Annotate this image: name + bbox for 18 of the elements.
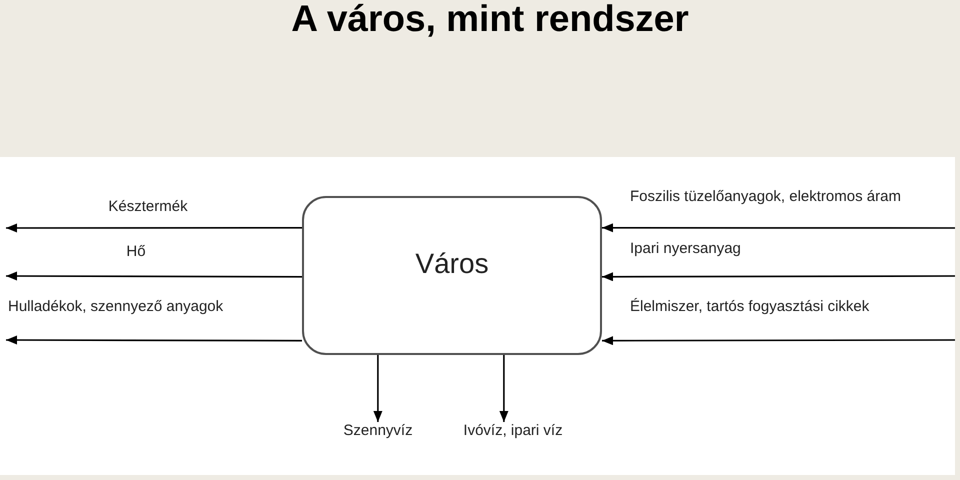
edge-label: Hő <box>126 243 146 261</box>
slide-title: A város, mint rendszer <box>291 0 689 40</box>
output-label: Ivóvíz, ipari víz <box>463 422 563 440</box>
arrow <box>373 355 382 422</box>
arrow <box>6 336 302 345</box>
output-label: Szennyvíz <box>343 422 413 440</box>
arrow <box>602 272 955 282</box>
edge-label: Késztermék <box>108 198 188 216</box>
arrow <box>6 224 302 232</box>
arrow <box>499 355 508 422</box>
edge-label: Foszilis tüzelőanyagok, elektromos áram <box>630 188 901 206</box>
edge-label: Élelmiszer, tartós fogyasztási cikkek <box>630 298 870 316</box>
arrow <box>6 272 302 281</box>
arrow <box>602 336 955 346</box>
arrow <box>602 223 955 232</box>
edge-label: Hulladékok, szennyező anyagok <box>8 298 224 316</box>
process-box: Város <box>302 196 602 355</box>
edge-label: Ipari nyersanyag <box>630 240 741 258</box>
